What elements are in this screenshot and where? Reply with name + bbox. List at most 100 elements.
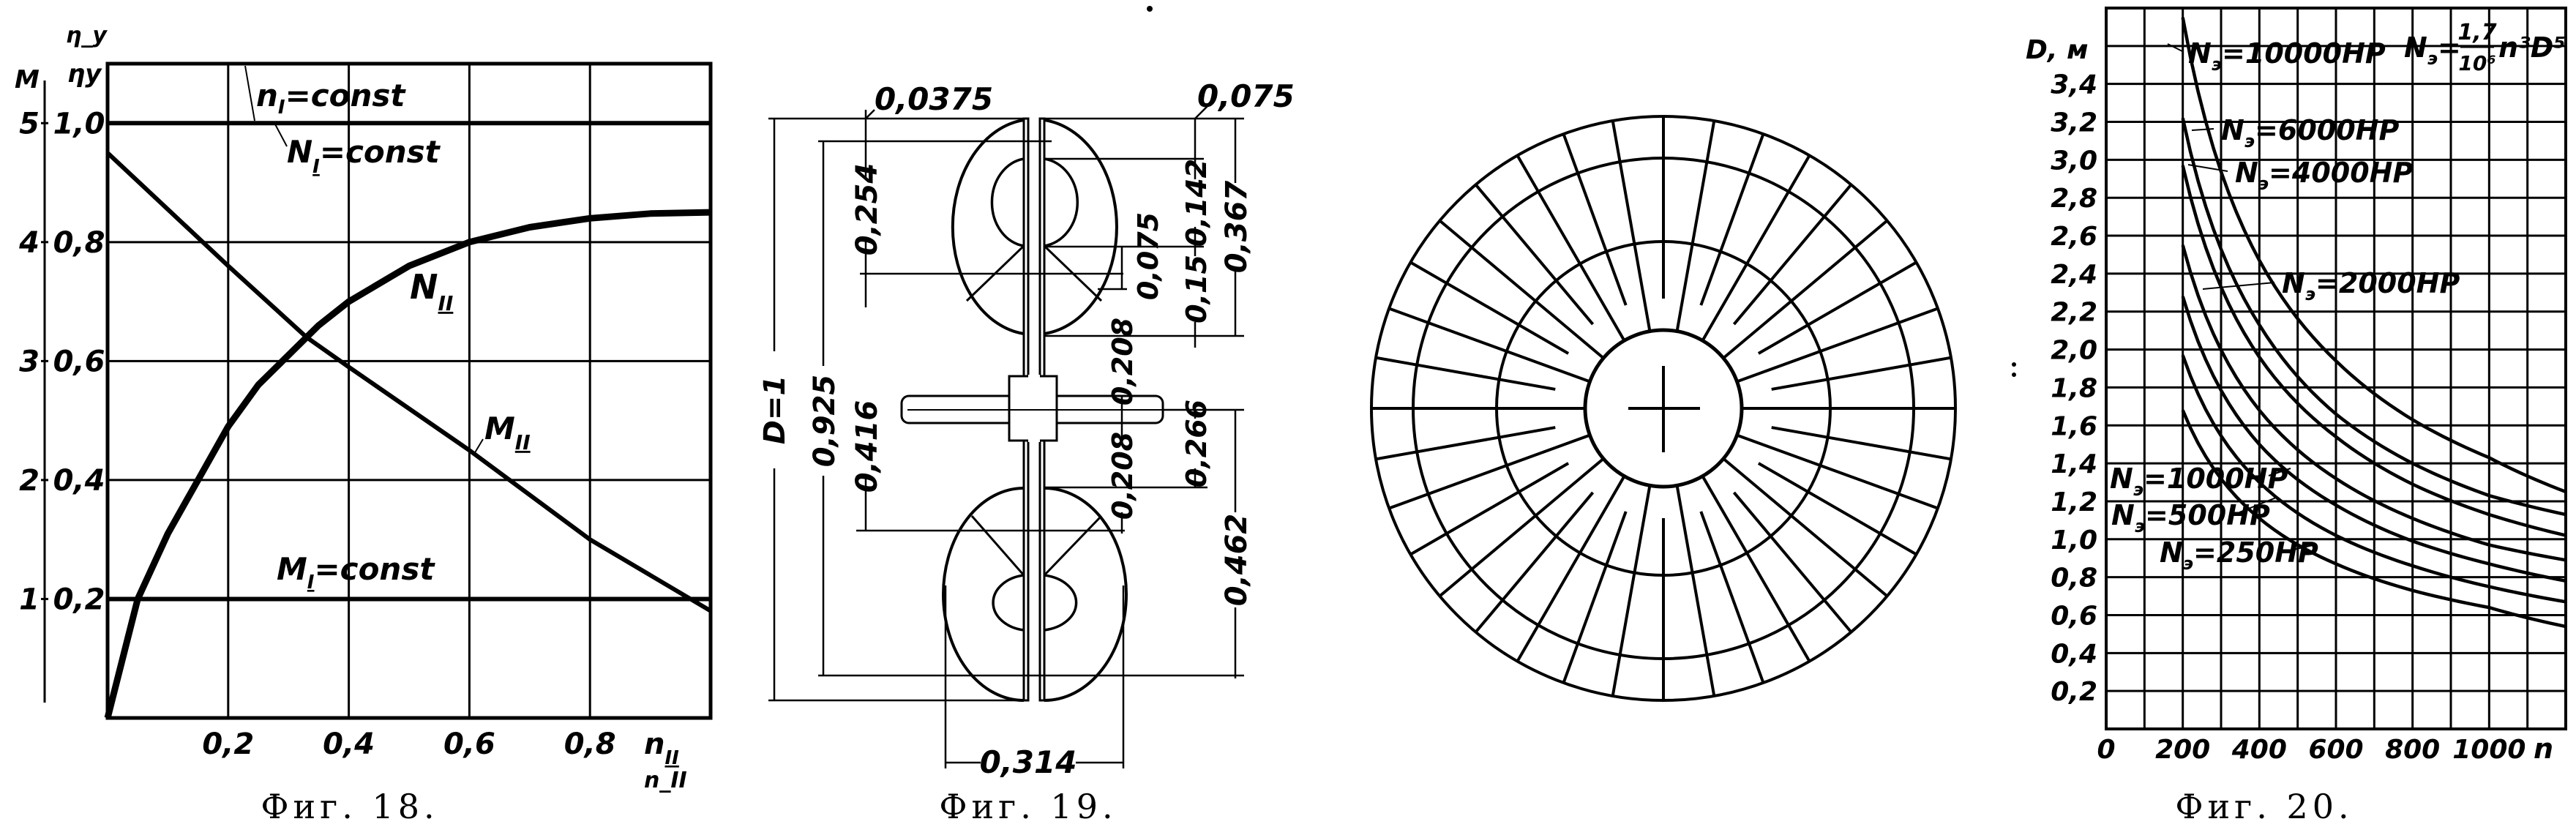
x-axis-title: n_II bbox=[644, 768, 687, 793]
blade-spoke bbox=[1722, 457, 1888, 598]
blade-spoke bbox=[1409, 261, 1570, 355]
eta-tick-label: 0,6 bbox=[53, 345, 105, 378]
leader-line bbox=[274, 122, 288, 147]
x-axis-label: n bbox=[2534, 733, 2553, 765]
eta-tick-label: 0,8 bbox=[53, 226, 105, 260]
series bbox=[2181, 17, 2566, 629]
dim-0462: 0,462 bbox=[1220, 514, 1254, 607]
leader-line bbox=[2167, 43, 2183, 52]
dim-0925: 0,925 bbox=[808, 375, 842, 468]
figure-caption: Фиг. 20. bbox=[2175, 787, 2353, 826]
x-tick-label: 0,6 bbox=[443, 727, 495, 761]
curve-label: Nэ=6000HP bbox=[2221, 114, 2399, 151]
blade-spoke bbox=[1439, 219, 1605, 359]
print-speck bbox=[2012, 373, 2016, 377]
blade-line bbox=[1043, 514, 1103, 577]
label-N2: NII bbox=[410, 267, 453, 315]
leader-line bbox=[2290, 545, 2313, 551]
lower-right-wheel-outline bbox=[1044, 487, 1128, 702]
blade-spoke bbox=[1611, 120, 1652, 332]
figure-19-coupling-drawing: D=1 0,925 0,416 0,254 0,0375 0,075 0,142… bbox=[758, 78, 1957, 826]
svg-text:n³D⁵: n³D⁵ bbox=[2498, 31, 2566, 64]
eta-tick-label: 1,0 bbox=[53, 107, 105, 141]
x-tick-label: 0,8 bbox=[564, 727, 616, 761]
dim-00375: 0,0375 bbox=[875, 81, 993, 117]
y-tick-label: 0,6 bbox=[2051, 601, 2097, 631]
curve-label: Nэ=10000HP bbox=[2188, 37, 2386, 75]
print-speck bbox=[2012, 362, 2016, 367]
y-tick-label: 1,2 bbox=[2051, 487, 2097, 517]
upper-left-wheel-inner bbox=[990, 157, 1025, 247]
x-axis-label: nII bbox=[644, 727, 679, 769]
blade-spoke bbox=[1516, 154, 1626, 342]
runner-face-view bbox=[1370, 115, 1957, 702]
y-tick-label: 1,8 bbox=[2051, 373, 2097, 403]
series-line-250hp bbox=[2181, 409, 2566, 629]
y-axis-label: D, м bbox=[2026, 35, 2089, 65]
print-speck bbox=[1147, 6, 1153, 12]
curve-label: Nэ=250HP bbox=[2160, 536, 2318, 574]
blade-spokes bbox=[1371, 116, 1955, 700]
grid bbox=[2105, 7, 2567, 730]
blade-spoke bbox=[1771, 356, 1952, 391]
series-line-500hp bbox=[2181, 354, 2566, 604]
hub-plate-gap bbox=[1028, 375, 1040, 442]
eta-tick-label: 0,4 bbox=[53, 464, 105, 498]
y-tick-label: 3,4 bbox=[2051, 70, 2097, 100]
dim-0075-mid: 0,075 bbox=[1132, 212, 1164, 300]
leader-line bbox=[2187, 164, 2228, 172]
lower-right-wheel-inner bbox=[1044, 574, 1078, 632]
leader-line bbox=[2239, 497, 2277, 513]
m-tick-label: 4 bbox=[18, 226, 40, 260]
dim-015: 0,15 bbox=[1180, 255, 1213, 323]
curve-label: Nэ=2000HP bbox=[2282, 267, 2460, 304]
blade-spoke bbox=[1757, 261, 1917, 355]
y-tick-label: 3,0 bbox=[2051, 146, 2097, 176]
blade-spoke bbox=[1409, 462, 1570, 556]
blade-spoke bbox=[1701, 475, 1811, 662]
y-tick-label: 2,8 bbox=[2051, 184, 2097, 214]
dim-D-total: D=1 bbox=[758, 375, 792, 445]
dim-0208-lower: 0,208 bbox=[1107, 432, 1139, 520]
x-tick-label: 0,4 bbox=[323, 727, 375, 761]
upper-right-wheel-inner bbox=[1044, 157, 1079, 247]
dim-0208-upper: 0,208 bbox=[1107, 318, 1139, 405]
y-tick-labels: 0,20,40,60,81,01,21,41,61,82,02,22,42,62… bbox=[2051, 70, 2097, 707]
formula: Nэ= 1,7 10⁶ n³D⁵ bbox=[2404, 20, 2566, 75]
leader-line bbox=[2191, 128, 2214, 131]
curve-label: Nэ=1000HP bbox=[2110, 463, 2288, 500]
x-tick-label: 400 bbox=[2231, 735, 2287, 765]
figure-20-chart: 0,20,40,60,81,01,21,41,61,82,02,22,42,62… bbox=[2026, 7, 2567, 826]
blade-spoke bbox=[1439, 457, 1605, 598]
series-line-n-ii bbox=[104, 209, 711, 719]
blade-spoke bbox=[1611, 485, 1652, 697]
m-tick-label: 1 bbox=[19, 583, 40, 616]
blade-spoke bbox=[1771, 426, 1952, 461]
y-tick-label: 0,8 bbox=[2051, 564, 2097, 594]
blade-spoke bbox=[1722, 219, 1888, 359]
blade-spoke bbox=[1736, 433, 1939, 510]
y-tick-label: 2,4 bbox=[2051, 260, 2097, 290]
m-tick-label: 2 bbox=[19, 464, 40, 498]
svg-text:10⁶: 10⁶ bbox=[2458, 51, 2496, 75]
blade-spoke bbox=[1701, 154, 1811, 342]
blade-spoke bbox=[1736, 307, 1939, 383]
curve-label: Nэ=500HP bbox=[2111, 499, 2270, 536]
upper-right-wheel-outline bbox=[1044, 119, 1118, 335]
figure-caption: Фиг. 19. bbox=[939, 787, 1117, 826]
m-axis-label: M bbox=[15, 65, 40, 94]
label-M2: MII bbox=[484, 411, 531, 454]
upper-left-wheel-outline bbox=[951, 119, 1025, 335]
blade-spoke bbox=[1375, 426, 1556, 461]
blade-spoke bbox=[1474, 491, 1595, 633]
x-tick-label: 1000 bbox=[2452, 735, 2526, 765]
blade-spoke bbox=[1732, 184, 1853, 326]
leader-line bbox=[2268, 468, 2291, 476]
y-tick-label: 2,2 bbox=[2051, 298, 2097, 328]
series bbox=[104, 121, 712, 719]
leader-line bbox=[473, 438, 484, 454]
